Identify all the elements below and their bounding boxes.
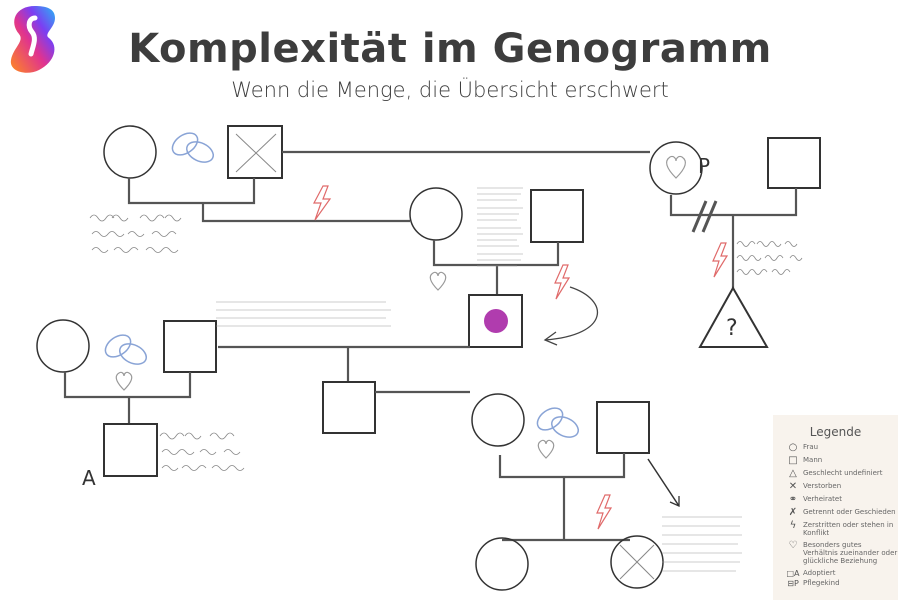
highlight-dot [484, 309, 508, 333]
handwritten-note [89, 214, 803, 471]
person-label-a: A [82, 466, 96, 490]
lightning-icon: ϟ [789, 520, 797, 531]
separated-icon: ✗ [788, 507, 798, 518]
man-symbol [163, 320, 217, 373]
page-subtitle: Wenn die Menge, die Übersicht erschwert [231, 78, 669, 102]
cross-icon: ✕ [788, 481, 798, 492]
handwritten-note-small [216, 187, 742, 572]
man-symbol [767, 137, 821, 189]
man-symbol [530, 189, 584, 243]
foster-icon: ⊟P [787, 579, 799, 588]
woman-symbol [475, 537, 529, 591]
question-mark: ? [726, 316, 738, 341]
man-a-symbol [103, 423, 158, 477]
square-icon: □ [788, 455, 798, 466]
legend-title: Legende [809, 425, 862, 439]
undefined-gender-triangle [698, 285, 769, 348]
child-square [468, 294, 523, 348]
legend-item-good-relation: ♡ Besonders gutes Verhältnis zueinander … [785, 540, 898, 566]
legend-item-foster: ⊟P Pflegekind [785, 579, 898, 588]
legend-item-mann: □ Mann [785, 455, 898, 466]
adopted-icon: □A [786, 569, 800, 578]
man-symbol [596, 401, 650, 454]
heart-icon: ♡ [788, 540, 798, 551]
legend-item-separated: ✗ Getrennt oder Geschieden [785, 507, 898, 518]
page-title: Komplexität im Genogramm [128, 26, 772, 72]
legend-panel: Legende ○ Frau □ Mann △ Geschlecht undef… [773, 415, 898, 600]
legend-item-undefined: △ Geschlecht undefiniert [785, 468, 898, 479]
man-symbol [322, 381, 376, 434]
woman-p-symbol [649, 141, 703, 195]
conflict-lightning-icon [313, 185, 729, 530]
brand-logo [10, 6, 55, 73]
marriage-rings-icon [104, 132, 579, 438]
woman-symbol [103, 125, 157, 179]
legend-item-frau: ○ Frau [785, 442, 898, 453]
person-label-p: P [698, 154, 711, 178]
circle-icon: ○ [788, 442, 798, 453]
triangle-icon: △ [789, 468, 797, 479]
legend-item-deceased: ✕ Verstorben [785, 481, 898, 492]
legend-item-adopted: □A Adoptiert [786, 569, 836, 578]
arrow-icon [647, 458, 680, 507]
rings-icon: ⚭ [788, 494, 798, 505]
legend-item-married: ⚭ Verheiratet [785, 494, 898, 505]
woman-symbol [409, 187, 463, 241]
woman-symbol [36, 319, 90, 373]
curved-arrow-icon [544, 286, 599, 341]
woman-symbol [471, 393, 525, 447]
legend-item-conflict: ϟ Zerstritten oder stehen in Konflikt [785, 520, 898, 538]
heart-icon [115, 155, 686, 459]
